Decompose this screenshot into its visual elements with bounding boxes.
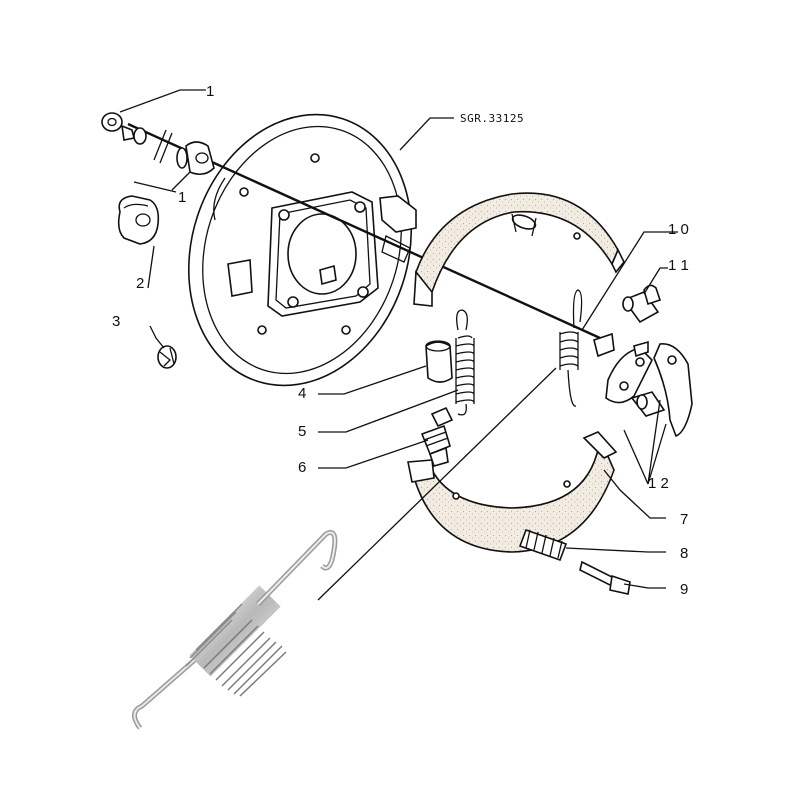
label-7: 7 — [680, 511, 688, 528]
lower-brake-shoe — [407, 431, 618, 553]
adjuster-cylinder — [425, 340, 453, 383]
label-10: 1 0 — [668, 221, 689, 238]
brake-backing-plate — [187, 113, 417, 387]
label-11: 1 1 — [668, 257, 689, 274]
label-1b: 1 — [178, 189, 186, 206]
adjuster-pinion — [420, 406, 454, 467]
upper-spring — [559, 289, 583, 407]
label-8: 8 — [680, 545, 688, 562]
label-5: 5 — [298, 423, 306, 440]
part-labels: 1 1 2 3 4 5 6 7 8 9 1 0 1 1 1 2 SGR.3312… — [112, 83, 689, 598]
highlighted-spring-photo — [132, 530, 338, 730]
highlight-pointer-line — [317, 367, 557, 601]
rubber-grommet — [117, 195, 160, 245]
label-1: 1 — [206, 83, 214, 100]
upper-brake-shoe — [413, 192, 625, 307]
cable-end-fitting — [622, 284, 662, 324]
label-4: 4 — [298, 385, 306, 402]
retaining-clip — [157, 345, 177, 369]
return-spring — [455, 309, 475, 416]
label-3: 3 — [112, 313, 120, 330]
reference-code: SGR.33125 — [460, 112, 524, 125]
leader-lines — [119, 89, 678, 589]
hold-down-spring — [518, 528, 568, 562]
label-6: 6 — [298, 459, 306, 476]
hold-down-pin — [579, 560, 631, 595]
label-9: 9 — [680, 581, 688, 598]
parking-brake-cable — [101, 112, 601, 340]
parking-brake-levers — [593, 332, 693, 438]
label-2: 2 — [136, 275, 144, 292]
label-12: 1 2 — [648, 475, 669, 492]
